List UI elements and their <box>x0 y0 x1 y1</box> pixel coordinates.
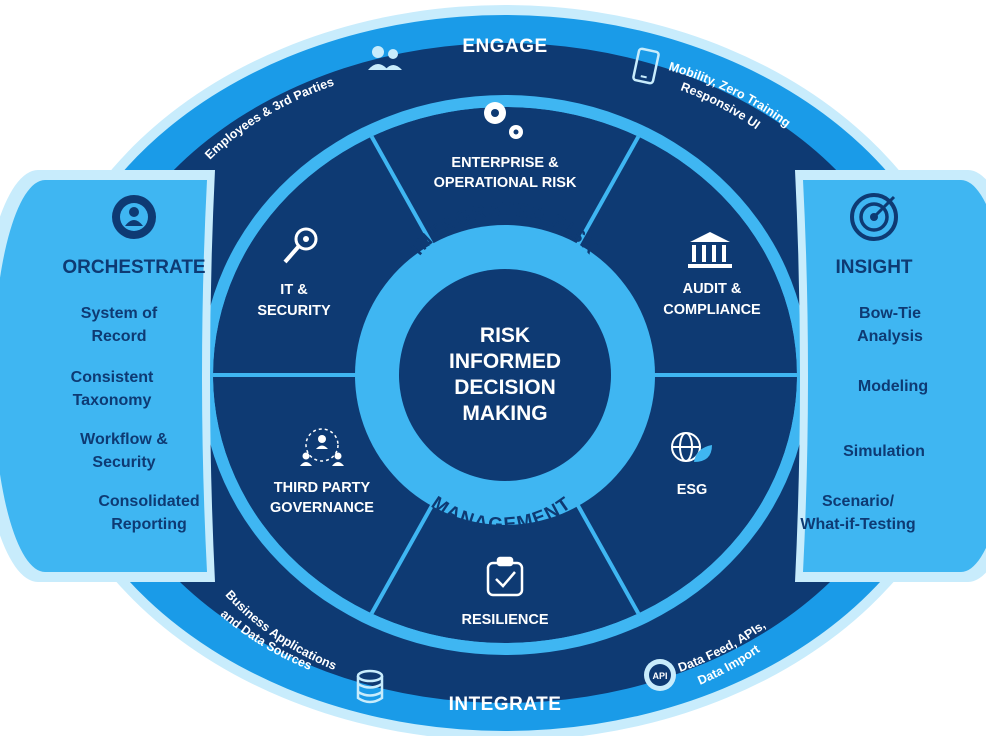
engage-title: ENGAGE <box>462 36 547 57</box>
svg-text:Consolidated: Consolidated <box>98 493 199 510</box>
target-icon <box>850 193 898 241</box>
svg-text:RISK: RISK <box>480 324 530 347</box>
svg-text:INFORMED: INFORMED <box>449 350 561 373</box>
segment-it-security-line1: IT & <box>280 282 308 298</box>
segment-third-party-line2: GOVERNANCE <box>270 500 374 516</box>
svg-text:Consistent: Consistent <box>71 369 154 386</box>
clipboard-check-icon <box>486 556 524 597</box>
segment-audit-line1: AUDIT & <box>683 281 742 297</box>
database-icon <box>356 669 384 704</box>
segment-third-party-line1: THIRD PARTY <box>274 480 371 496</box>
svg-text:Record: Record <box>91 328 146 345</box>
orchestrate-items: System of Record Consistent Taxonomy Wor… <box>71 305 200 533</box>
center-label: RISK INFORMED DECISION MAKING <box>449 324 561 425</box>
segment-it-security-line2: SECURITY <box>257 303 331 319</box>
mobile-phone-icon <box>632 47 660 85</box>
svg-text:MAKING: MAKING <box>462 402 547 425</box>
insight-panel <box>803 180 986 572</box>
svg-text:Security: Security <box>92 454 155 471</box>
wrench-gear-icon <box>283 227 318 264</box>
insight-title: INSIGHT <box>835 257 912 278</box>
segment-enterprise-line2: OPERATIONAL RISK <box>434 175 577 191</box>
orchestrate-panel <box>0 180 207 572</box>
segment-audit-line2: COMPLIANCE <box>663 302 761 318</box>
bank-building-icon <box>688 232 732 268</box>
segment-esg-label: ESG <box>677 482 708 498</box>
segment-enterprise-line1: ENTERPRISE & <box>451 155 559 171</box>
svg-text:What-if-Testing: What-if-Testing <box>800 516 915 533</box>
api-gear-icon: API <box>644 659 676 691</box>
svg-text:Workflow &: Workflow & <box>80 431 168 448</box>
integrate-title: INTEGRATE <box>449 694 562 715</box>
center-circle <box>399 269 611 481</box>
network-people-icon <box>300 428 344 466</box>
svg-text:Scenario/: Scenario/ <box>822 493 895 510</box>
segment-resilience-label: RESILIENCE <box>461 612 548 628</box>
svg-text:Modeling: Modeling <box>858 378 928 395</box>
svg-text:Simulation: Simulation <box>843 443 925 460</box>
svg-text:Taxonomy: Taxonomy <box>73 392 152 409</box>
svg-text:Reporting: Reporting <box>111 516 187 533</box>
svg-text:DECISION: DECISION <box>454 376 556 399</box>
svg-text:Bow-Tie: Bow-Tie <box>859 305 921 322</box>
globe-leaf-icon <box>671 432 712 462</box>
people-icon <box>368 46 402 70</box>
orchestrate-title: ORCHESTRATE <box>62 257 205 278</box>
insight-items: Bow-Tie Analysis Modeling Simulation Sce… <box>800 305 928 533</box>
svg-text:System of: System of <box>81 305 158 322</box>
svg-text:Analysis: Analysis <box>857 328 923 345</box>
gears-icon <box>484 102 523 139</box>
user-gear-icon <box>112 195 156 239</box>
svg-text:API: API <box>652 671 667 681</box>
